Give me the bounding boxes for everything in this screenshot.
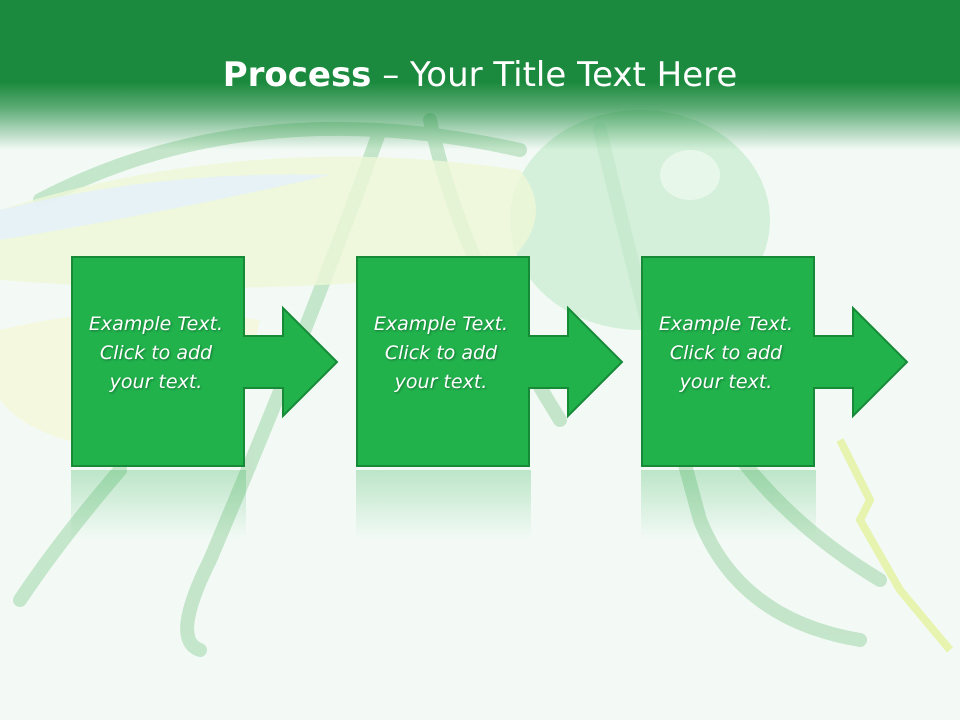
title-bold-part: Process (222, 55, 372, 95)
slide-title[interactable]: Process – Your Title Text Here (0, 52, 960, 98)
step-2-reflection (356, 470, 531, 540)
process-step-3[interactable]: Example Text. Click to add your text. (641, 256, 911, 468)
title-rest-part: – Your Title Text Here (371, 55, 738, 95)
step-2-arrow-shape (356, 256, 624, 467)
step-2-text[interactable]: Example Text. Click to add your text. (373, 313, 509, 393)
process-step-2[interactable]: Example Text. Click to add your text. (356, 256, 626, 468)
step-1-reflection (71, 470, 246, 540)
step-3-arrow-shape (641, 256, 909, 467)
title-banner (0, 0, 960, 150)
step-3-reflection (641, 470, 816, 540)
step-1-text[interactable]: Example Text. Click to add your text. (88, 313, 224, 393)
step-1-arrow-shape (71, 256, 339, 467)
process-step-1[interactable]: Example Text. Click to add your text. (71, 256, 341, 468)
step-3-text[interactable]: Example Text. Click to add your text. (658, 313, 794, 393)
